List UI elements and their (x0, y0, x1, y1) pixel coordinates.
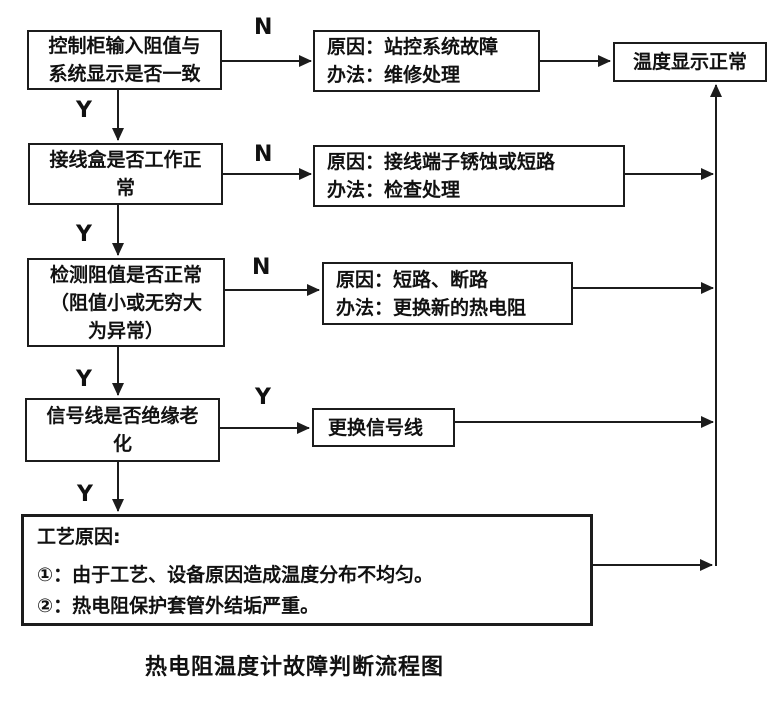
label-yes-1: Y (76, 98, 92, 123)
label-no-2: N (254, 142, 273, 167)
node-process-reasons: 工艺原因: ①：由于工艺、设备原因造成温度分布不均匀。 ②：热电阻保护套管外结垢… (21, 514, 593, 626)
node-decision-input-resistance: 控制柜输入阻值与 系统显示是否一致 (27, 30, 222, 90)
diagram-title: 热电阻温度计故障判断流程图 (145, 655, 445, 680)
node-cause-terminal-corrosion: 原因：接线端子锈蚀或短路 办法：检查处理 (313, 145, 625, 207)
node-text: 原因：短路、断路 办法：更换新的热电阻 (336, 268, 527, 319)
label-yes-4: Y (77, 482, 93, 507)
process-reason-item-1: ①：由于工艺、设备原因造成温度分布不均匀。 (37, 564, 434, 586)
node-decision-junction-box: 接线盒是否工作正 常 (28, 143, 223, 205)
node-decision-resistance-value: 检测阻值是否正常 （阻值小或无穷大 为异常） (27, 258, 225, 347)
node-text: 控制柜输入阻值与 系统显示是否一致 (48, 35, 201, 85)
label-no-3: N (252, 255, 271, 280)
label-yes-3: Y (76, 367, 92, 392)
node-cause-short-open-circuit: 原因：短路、断路 办法：更换新的热电阻 (322, 262, 573, 325)
label-no-1: N (254, 15, 273, 40)
node-action-replace-signal-line: 更换信号线 (312, 408, 455, 447)
process-reason-item-2: ②：热电阻保护套管外结垢严重。 (37, 595, 320, 617)
node-text: 原因：接线端子锈蚀或短路 办法：检查处理 (327, 151, 556, 201)
node-temp-display-normal: 温度显示正常 (613, 42, 767, 82)
node-text: 更换信号线 (328, 416, 424, 439)
node-text: 接线盒是否工作正 常 (49, 149, 202, 199)
node-decision-signal-insulation: 信号线是否绝缘老 化 (25, 398, 220, 462)
node-text: 检测阻值是否正常 （阻值小或无穷大 为异常） (49, 263, 202, 342)
label-yes-2: Y (76, 222, 92, 247)
node-text: 原因：站控系统故障 办法：维修处理 (327, 36, 499, 86)
label-yes-branch: Y (255, 385, 271, 410)
process-reasons-title: 工艺原因: (37, 526, 121, 548)
node-text: 温度显示正常 (632, 51, 747, 73)
node-cause-station-control-fault: 原因：站控系统故障 办法：维修处理 (313, 30, 540, 92)
node-text: 信号线是否绝缘老 化 (46, 405, 199, 455)
